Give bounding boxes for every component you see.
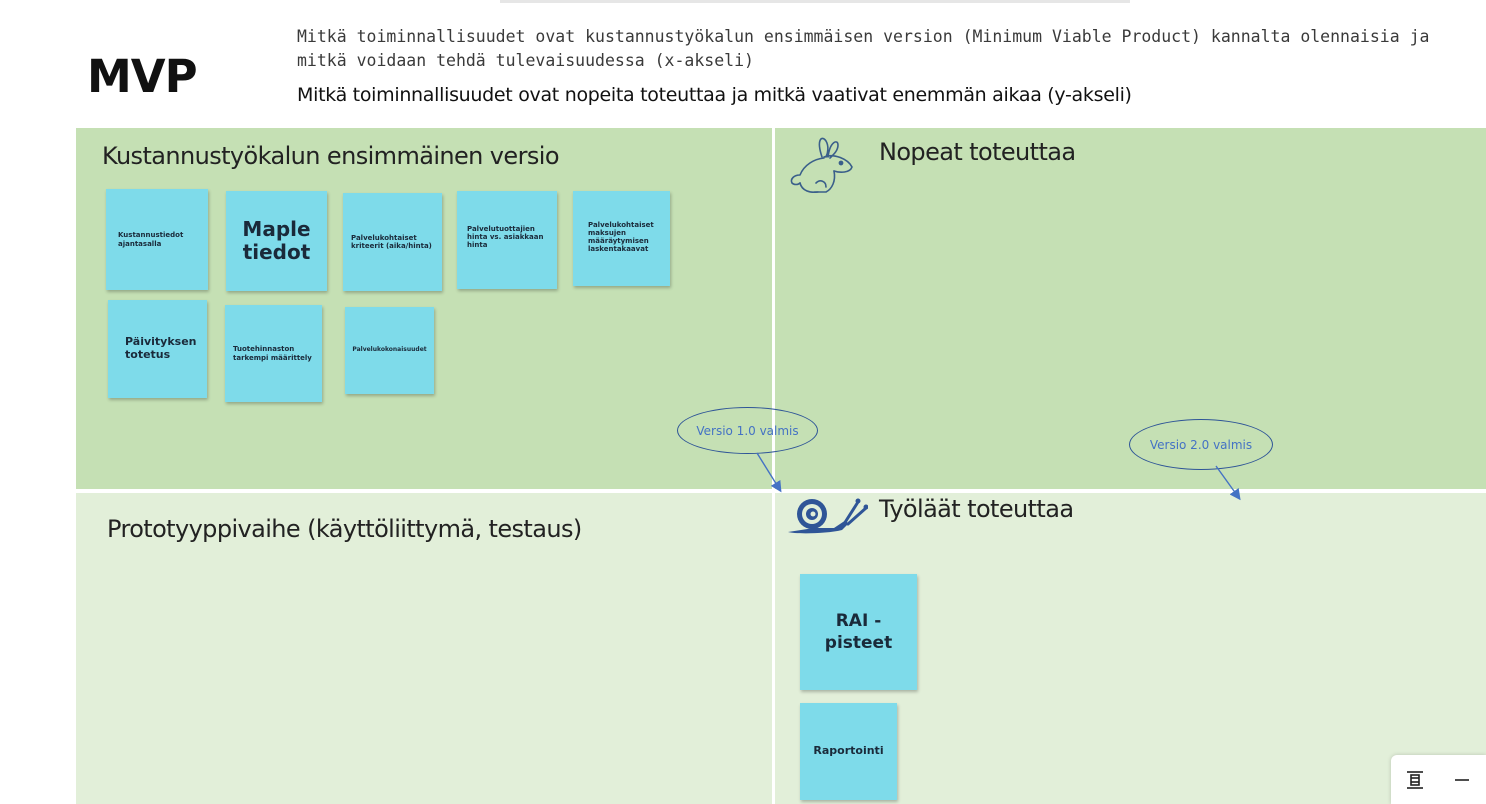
quadrant-title-top-left: Kustannustyökalun ensimmäinen versio — [102, 142, 560, 170]
quadrant-title-bottom-right: Työläät toteuttaa — [879, 495, 1074, 523]
x-axis-question: Mitkä toiminnallisuudet ovat kustannusty… — [297, 27, 1430, 70]
sticky-note[interactable]: Palvelukokonaisuudet — [345, 307, 434, 394]
sticky-note[interactable]: Päivityksen totetus — [108, 300, 207, 398]
sticky-note[interactable]: Palvelukohtaiset kriteerit (aika/hinta) — [343, 193, 442, 291]
view-controls — [1391, 755, 1486, 804]
sticky-note[interactable]: Raportointi — [800, 703, 897, 800]
sticky-note[interactable]: Tuotehinnaston tarkempi määrittely — [225, 305, 322, 402]
milestone-1-arrow — [756, 452, 782, 493]
quadrant-bottom-left: Prototyyppivaihe (käyttöliittymä, testau… — [76, 493, 772, 804]
sticky-note[interactable]: RAI -pisteet — [800, 574, 917, 690]
quadrant-top-right: Nopeat toteuttaa — [775, 128, 1486, 489]
milestone-version-1: Versio 1.0 valmis — [677, 407, 818, 454]
y-axis-question: Mitkä toiminnallisuudet ovat nopeita tot… — [297, 84, 1132, 106]
milestone-2-arrow — [1215, 465, 1241, 501]
top-scroll-indicator — [500, 0, 1130, 3]
rabbit-icon — [790, 137, 853, 194]
quadrant-title-bottom-left: Prototyyppivaihe (käyttöliittymä, testau… — [107, 515, 582, 543]
sticky-note[interactable]: Kustannustiedot ajantasalla — [106, 189, 208, 290]
snail-icon — [788, 498, 868, 534]
sticky-note[interactable]: Palvelutuottajien hinta vs. asiakkaan hi… — [457, 191, 557, 289]
milestone-label: Versio 2.0 valmis — [1149, 437, 1253, 452]
milestone-version-2: Versio 2.0 valmis — [1129, 419, 1273, 470]
milestone-label: Versio 1.0 valmis — [696, 423, 799, 438]
fit-to-page-icon[interactable] — [1400, 765, 1430, 795]
sticky-note[interactable]: Maple tiedot — [226, 191, 327, 291]
zoom-out-icon[interactable] — [1447, 765, 1477, 795]
quadrant-title-top-right: Nopeat toteuttaa — [879, 138, 1076, 166]
sticky-note[interactable]: Palvelukohtaiset maksujen määräytymisen … — [573, 191, 670, 286]
page-title: MVP — [87, 50, 198, 103]
